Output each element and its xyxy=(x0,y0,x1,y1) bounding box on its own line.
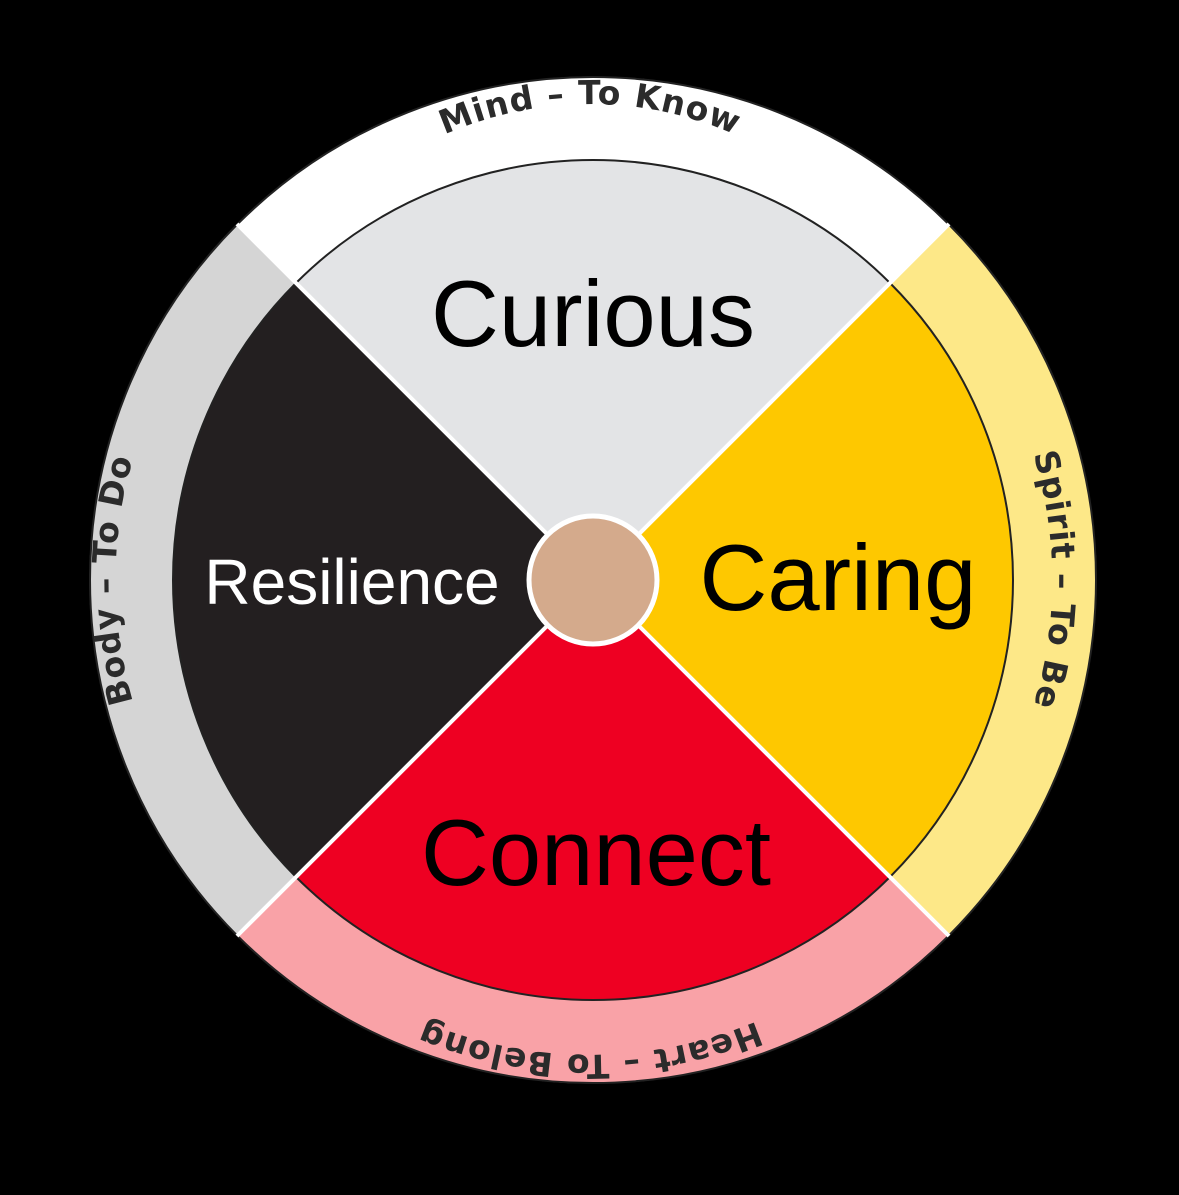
quadrant-right xyxy=(593,283,1014,877)
ring-outline xyxy=(89,76,1097,1084)
quadrant-label-resilience: Resilience xyxy=(204,546,499,618)
quadrant-top xyxy=(296,159,890,581)
quadrant-bottom xyxy=(296,580,890,1001)
quadrant-label-caring: Caring xyxy=(700,525,977,630)
center-circle xyxy=(526,513,660,647)
quadrant-label-connect: Connect xyxy=(421,800,771,905)
quadrant-left xyxy=(172,283,593,877)
quadrant-label-curious: Curious xyxy=(431,261,755,366)
inner-circle-outline xyxy=(172,159,1014,1001)
